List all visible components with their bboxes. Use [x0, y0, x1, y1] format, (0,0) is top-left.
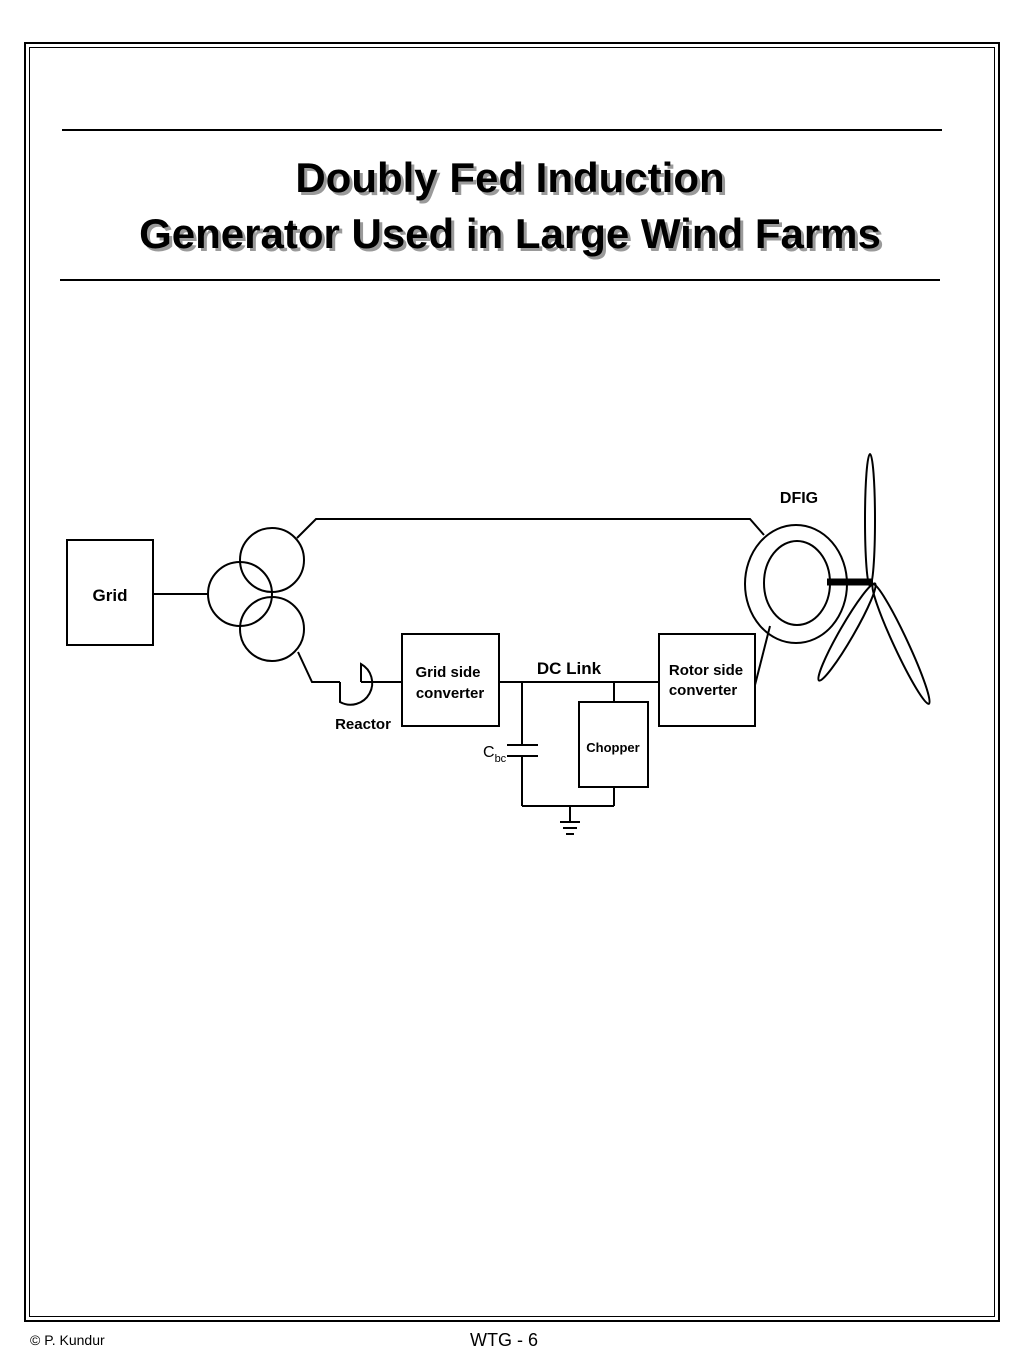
transformer-to-reactor-line — [297, 651, 340, 683]
dc-link-label: DC Link — [537, 659, 602, 678]
stator-connection-line — [296, 518, 765, 539]
transformer-winding-bottom — [239, 596, 305, 662]
grid-side-converter-label-line1: Grid side — [415, 664, 480, 681]
rotor-side-converter-box — [658, 633, 756, 727]
title-line-2: Generator Used in Large Wind Farms — [139, 210, 881, 257]
wind-turbine-icon — [817, 453, 931, 705]
capacitor-label-subscript: bc — [495, 753, 507, 765]
title-rule-bottom — [60, 279, 940, 281]
reactor-label: Reactor — [335, 716, 391, 733]
turbine-blade-up — [864, 453, 876, 587]
rotor-side-converter-label-line2: converter — [669, 682, 738, 699]
turbine-blade-right — [871, 583, 931, 705]
chopper-label: Chopper — [586, 740, 639, 755]
ground-icon — [560, 806, 580, 835]
slide-frame-outer — [24, 42, 1000, 1322]
capacitor-label-main: C — [483, 744, 495, 761]
transformer-icon — [207, 527, 305, 662]
slide-frame-inner — [29, 47, 995, 1317]
footer-copyright: © P. Kundur — [30, 1332, 105, 1348]
grid-side-converter-label-line2: converter — [416, 685, 485, 702]
transformer-winding-left — [207, 561, 273, 627]
rotor-converter-to-dfig-line — [754, 625, 771, 686]
dfig-label: DFIG — [780, 490, 818, 507]
rotor-side-converter-label-line1: Rotor side — [669, 662, 743, 679]
grid-box — [66, 539, 154, 646]
capacitor-icon — [507, 682, 538, 806]
grid-side-converter-box — [401, 633, 500, 727]
slide-title: Doubly Fed Induction Generator Used in L… — [60, 150, 960, 262]
reactor-icon — [339, 662, 402, 706]
capacitor-label: Cbc — [483, 744, 507, 765]
transformer-winding-top — [239, 527, 305, 593]
turbine-blade-left — [817, 582, 877, 682]
grid-label: Grid — [93, 586, 128, 605]
title-rule-top — [62, 129, 942, 131]
title-line-1: Doubly Fed Induction — [295, 154, 725, 201]
footer-page-number: WTG - 6 — [470, 1330, 538, 1350]
